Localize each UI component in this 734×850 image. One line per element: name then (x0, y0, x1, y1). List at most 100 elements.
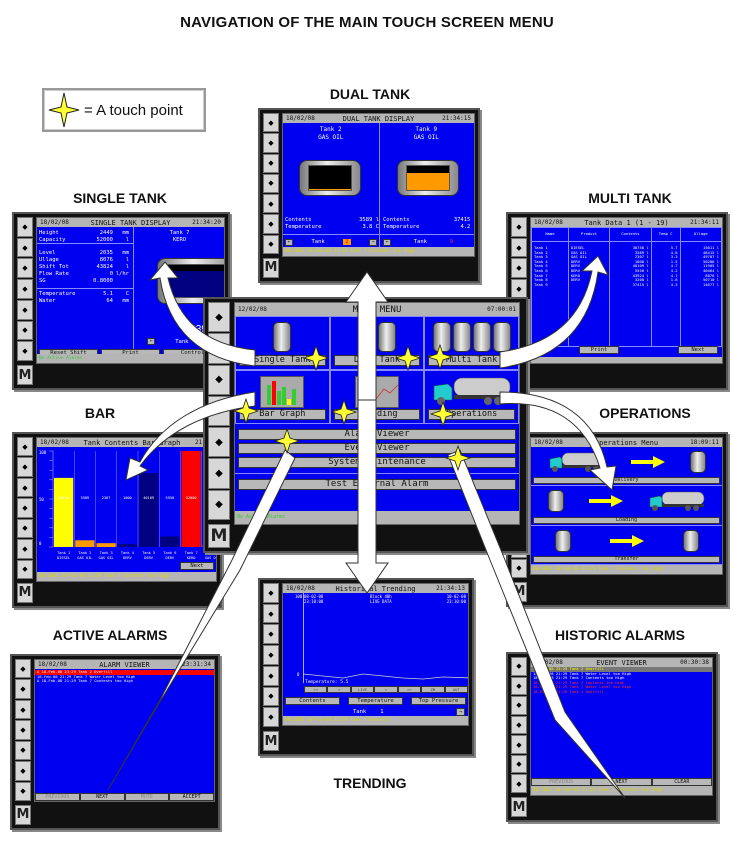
soft-key[interactable]: ◆ (263, 603, 279, 624)
event-viewer-button[interactable]: Event Viewer (238, 443, 516, 454)
soft-key[interactable]: ◆ (15, 659, 31, 679)
soft-key[interactable]: ◆ (17, 477, 33, 498)
soft-key[interactable]: ◆ (17, 518, 33, 539)
trend-scale-button[interactable]: LIVE (350, 686, 375, 693)
menu-key[interactable]: M (263, 731, 279, 752)
tank-selector-value[interactable]: 2 (343, 239, 351, 245)
soft-key[interactable]: ◆ (15, 720, 31, 740)
soft-key[interactable]: ◆ (511, 258, 527, 279)
event-entry[interactable]: 18-Feb-08 21:29 Tank 2 Contents too High (533, 679, 625, 685)
menu-tile-button[interactable]: Trending (333, 409, 421, 420)
soft-key[interactable]: ◆ (511, 715, 527, 735)
operation-row[interactable]: Delivery (531, 447, 722, 487)
soft-key[interactable]: ◆ (511, 774, 527, 794)
soft-key[interactable]: ◆ (263, 153, 279, 173)
test-external-alarm-button[interactable]: Test External Alarm (238, 479, 516, 490)
soft-key[interactable]: ◆ (263, 214, 279, 234)
menu-tile[interactable]: Single Tank (235, 316, 330, 370)
soft-key[interactable]: ◆ (263, 113, 279, 133)
soft-key[interactable]: ◆ (263, 686, 279, 707)
event-entry[interactable]: 18-Feb-08 21:29 Tank 7 Contents too High (533, 675, 625, 681)
soft-key[interactable]: ◆ (17, 279, 33, 299)
previous-button[interactable]: PREVIOUS (531, 778, 592, 786)
trend-scale-button[interactable]: ZM (421, 686, 445, 693)
soft-key[interactable]: ◆ (15, 679, 31, 699)
next-button[interactable]: NEXT (79, 793, 125, 801)
soft-key[interactable]: ◆ (17, 320, 33, 341)
soft-key[interactable]: ◆ (511, 237, 527, 258)
soft-key[interactable]: ◆ (263, 624, 279, 645)
soft-key[interactable]: ◆ (17, 498, 33, 518)
trend-scale-button[interactable]: OUT (444, 686, 468, 693)
prev-tank-button[interactable]: ← (147, 338, 156, 345)
menu-key[interactable]: M (263, 257, 279, 278)
menu-key[interactable]: M (208, 523, 230, 548)
alarm-entry[interactable]: A 18-Feb-08 23:29 Tank 2 Overfill (35, 669, 214, 675)
soft-key[interactable]: ◆ (17, 437, 33, 457)
soft-key[interactable]: ◆ (263, 707, 279, 728)
soft-key[interactable]: ◆ (15, 761, 31, 781)
trend-scale-button[interactable]: > (374, 686, 398, 693)
event-entry[interactable]: 18-Feb-08 21:29 Tank 2 Overfill (533, 688, 604, 694)
soft-key[interactable]: ◆ (511, 676, 527, 696)
soft-key[interactable]: ◆ (208, 364, 230, 395)
tank-selector-value[interactable]: 9 (449, 239, 453, 245)
soft-key[interactable]: ◆ (17, 457, 33, 477)
soft-key[interactable]: ◆ (511, 754, 527, 774)
soft-key[interactable]: ◆ (17, 559, 33, 579)
soft-key[interactable]: ◆ (263, 645, 279, 665)
tank-selector-value[interactable]: 1 (380, 709, 384, 715)
operation-row[interactable]: Transfer (531, 526, 722, 565)
soft-key[interactable]: ◆ (208, 489, 230, 520)
accept-button[interactable]: ACCEPT (169, 793, 214, 801)
soft-key[interactable]: ◆ (263, 194, 279, 214)
operation-button[interactable]: Transfer (533, 555, 720, 563)
contents-button[interactable]: Contents (285, 697, 340, 705)
next-tank-button[interactable]: → (368, 238, 377, 246)
event-entry[interactable]: 18-Feb-08 21:29 Tank 7 Water Level too H… (533, 684, 632, 690)
soft-key[interactable]: ◆ (263, 665, 279, 686)
menu-key[interactable]: M (15, 804, 31, 825)
trend-scale-button[interactable]: << (304, 686, 328, 693)
event-entry[interactable]: 18-Feb-08 23:29 Tank 2 Overfill (531, 666, 712, 672)
alarm-viewer-button[interactable]: Alarm Viewer (238, 429, 516, 440)
clear-button[interactable]: CLEAR (651, 778, 712, 786)
soft-key[interactable]: ◆ (17, 217, 33, 237)
soft-key[interactable]: ◆ (511, 217, 527, 237)
soft-key[interactable]: ◆ (263, 234, 279, 254)
menu-key[interactable]: M (17, 365, 33, 386)
soft-key[interactable]: ◆ (17, 299, 33, 320)
menu-key[interactable]: M (511, 797, 527, 818)
soft-key[interactable]: ◆ (17, 237, 33, 258)
print-button[interactable]: Print (579, 346, 619, 354)
soft-key[interactable]: ◆ (15, 740, 31, 761)
soft-key[interactable]: ◆ (511, 657, 527, 676)
operation-row[interactable]: Loading (531, 486, 722, 526)
alarm-entry[interactable]: A 18-Feb-08 21:29 Tank 7 Contents too Hi… (37, 678, 134, 684)
next-button[interactable]: Next (678, 346, 718, 354)
soft-key[interactable]: ◆ (263, 133, 279, 153)
menu-tile-button[interactable]: Dual Tank (333, 355, 421, 366)
prev-tank-button[interactable]: ← (285, 238, 293, 246)
menu-tile-button[interactable]: Operations (428, 409, 515, 420)
event-entry[interactable]: 18-Feb-08 21:29 Tank 7 Water Level too H… (533, 670, 632, 676)
soft-key[interactable]: ◆ (511, 696, 527, 715)
operation-button[interactable]: Delivery (533, 477, 720, 485)
prev-tank-button[interactable]: ← (383, 238, 391, 246)
soft-key[interactable]: ◆ (208, 458, 230, 489)
previous-button[interactable]: PREVIOUS (35, 793, 80, 801)
soft-key[interactable]: ◆ (511, 558, 527, 578)
temperature-button[interactable]: Temperature (348, 697, 403, 705)
menu-tile-button[interactable]: Bar Graph (239, 409, 326, 420)
soft-key[interactable]: ◆ (263, 173, 279, 194)
soft-key[interactable]: ◆ (511, 735, 527, 754)
menu-key[interactable]: M (17, 582, 33, 603)
operation-button[interactable]: Loading (533, 516, 720, 524)
next-button[interactable]: Next (180, 562, 214, 570)
